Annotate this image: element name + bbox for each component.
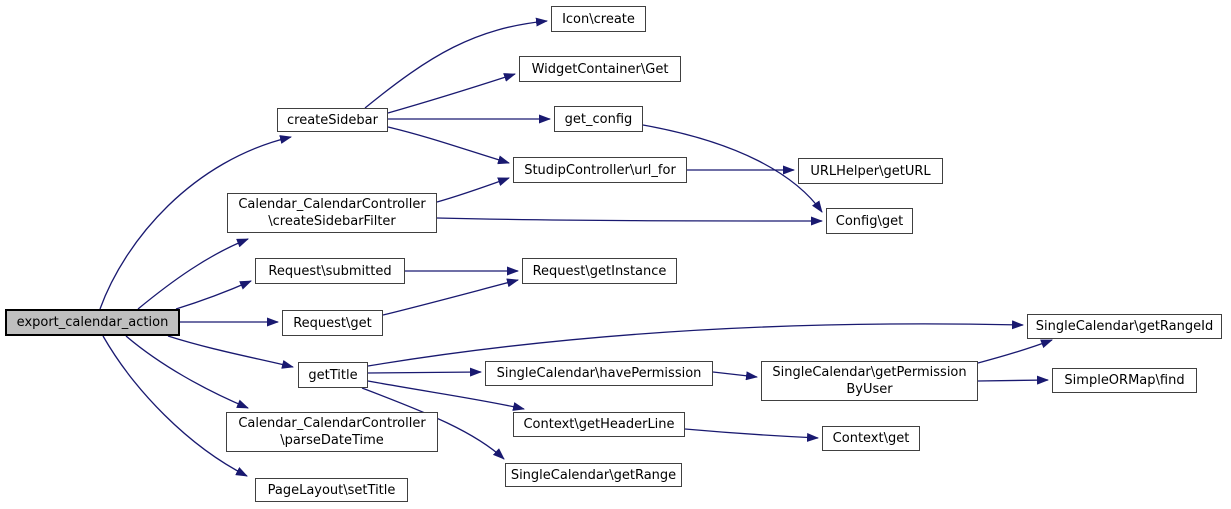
- edge-export-calendar-action--calendar-controller-parse-date-time: [125, 335, 249, 409]
- graph-node-widget-container-get[interactable]: WidgetContainer\Get: [519, 56, 681, 82]
- graph-node-single-calendar-get-range[interactable]: SingleCalendar\getRange: [505, 463, 682, 487]
- edge-create-sidebar--widget-container-get: [387, 73, 516, 114]
- edge-export-calendar-action--page-layout-set-title: [102, 335, 248, 477]
- edge-create-sidebar--studip-controller-url-for: [387, 126, 510, 165]
- graph-node-label: Calendar_CalendarController: [238, 416, 426, 431]
- edge-export-calendar-action--create-sidebar: [99, 135, 292, 310]
- graph-node-label: PageLayout\setTitle: [267, 482, 396, 498]
- graph-node-label: Config\get: [835, 213, 904, 229]
- graph-node-label: Request\get: [293, 315, 372, 331]
- edge-single-calendar-have-permission--single-calendar-get-permission-by-user: [712, 371, 758, 381]
- edge-get-title--context-get-header-line: [367, 380, 525, 411]
- edge-create-sidebar--icon-create: [364, 17, 548, 109]
- graph-node-context-get-header-line[interactable]: Context\getHeaderLine: [513, 412, 685, 437]
- graph-node-label: Context\get: [832, 431, 910, 446]
- graph-node-label: \createSidebarFilter: [268, 214, 396, 229]
- graph-node-label: SingleCalendar\getRangeId: [1035, 319, 1214, 334]
- graph-node-label: URLHelper\getURL: [810, 163, 931, 179]
- graph-node-request-get[interactable]: Request\get: [282, 310, 383, 336]
- graph-node-single-calendar-have-permission[interactable]: SingleCalendar\havePermission: [485, 361, 713, 386]
- edge-get-title--single-calendar-get-range-id: [367, 320, 1024, 367]
- graph-node-label: SingleCalendar\getRange: [510, 467, 677, 483]
- edge-single-calendar-get-permission-by-user--single-calendar-get-range-id: [977, 339, 1053, 364]
- edge-get-config--config-get: [642, 124, 823, 213]
- edge-calendar-controller-create-sidebar-filter--config-get: [436, 216, 823, 226]
- graph-node-label: SingleCalendar\getPermission: [772, 365, 967, 380]
- graph-node-get-title[interactable]: getTitle: [298, 362, 368, 388]
- graph-node-label: getTitle: [308, 367, 358, 383]
- graph-node-label: export_calendar_action: [16, 315, 169, 330]
- edge-export-calendar-action--get-title: [167, 335, 294, 369]
- graph-node-label: Context\getHeaderLine: [523, 417, 675, 432]
- graph-node-page-layout-set-title[interactable]: PageLayout\setTitle: [255, 478, 408, 502]
- edge-get-title--single-calendar-get-range: [361, 387, 505, 460]
- graph-node-label: get_config: [564, 111, 633, 127]
- graph-node-label: ByUser: [846, 382, 893, 397]
- graph-node-calendar-controller-parse-date-time[interactable]: Calendar_CalendarController \parseDateTim…: [226, 412, 438, 452]
- graph-node-request-get-instance[interactable]: Request\getInstance: [522, 258, 677, 284]
- graph-node-label: Request\getInstance: [532, 263, 667, 279]
- graph-node-label: createSidebar: [287, 112, 378, 128]
- edge-get-title--single-calendar-have-permission: [367, 367, 482, 377]
- edge-export-calendar-action--calendar-controller-create-sidebar-filter: [137, 238, 249, 310]
- edge-context-get-header-line--context-get: [684, 428, 819, 442]
- edge-request-get--request-get-instance: [382, 278, 519, 316]
- graph-node-label: SimpleORMap\find: [1064, 373, 1185, 388]
- graph-node-label: StudipController\url_for: [524, 162, 676, 178]
- graph-node-studip-controller-url-for[interactable]: StudipController\url_for: [513, 157, 687, 183]
- graph-node-label: \parseDateTime: [280, 433, 384, 448]
- graph-node-config-get[interactable]: Config\get: [826, 208, 913, 234]
- graph-node-label: Request\submitted: [268, 263, 392, 279]
- graph-node-request-submitted[interactable]: Request\submitted: [255, 258, 405, 284]
- graph-node-url-helper-get-url[interactable]: URLHelper\getURL: [798, 158, 943, 184]
- graph-node-create-sidebar[interactable]: createSidebar: [277, 108, 388, 132]
- graph-node-label: SingleCalendar\havePermission: [496, 366, 702, 381]
- graph-node-label: WidgetContainer\Get: [531, 61, 669, 77]
- graph-node-icon-create[interactable]: Icon\create: [551, 6, 646, 32]
- graph-node-export-calendar-action: export_calendar_action: [5, 309, 180, 336]
- graph-node-calendar-controller-create-sidebar-filter[interactable]: Calendar_CalendarController \createSideba…: [227, 193, 437, 233]
- graph-node-context-get[interactable]: Context\get: [822, 426, 920, 451]
- graph-node-get-config[interactable]: get_config: [554, 106, 643, 132]
- edge-calendar-controller-create-sidebar-filter--studip-controller-url-for: [436, 177, 510, 203]
- graph-node-label: Icon\create: [562, 11, 635, 27]
- graph-node-single-calendar-get-range-id[interactable]: SingleCalendar\getRangeId: [1027, 314, 1222, 339]
- graph-node-label: Calendar_CalendarController: [238, 197, 426, 212]
- edge-export-calendar-action--request-submitted: [175, 280, 252, 310]
- edge-single-calendar-get-permission-by-user--simple-ormap-find: [977, 375, 1049, 385]
- graph-node-simple-ormap-find[interactable]: SimpleORMap\find: [1052, 368, 1197, 393]
